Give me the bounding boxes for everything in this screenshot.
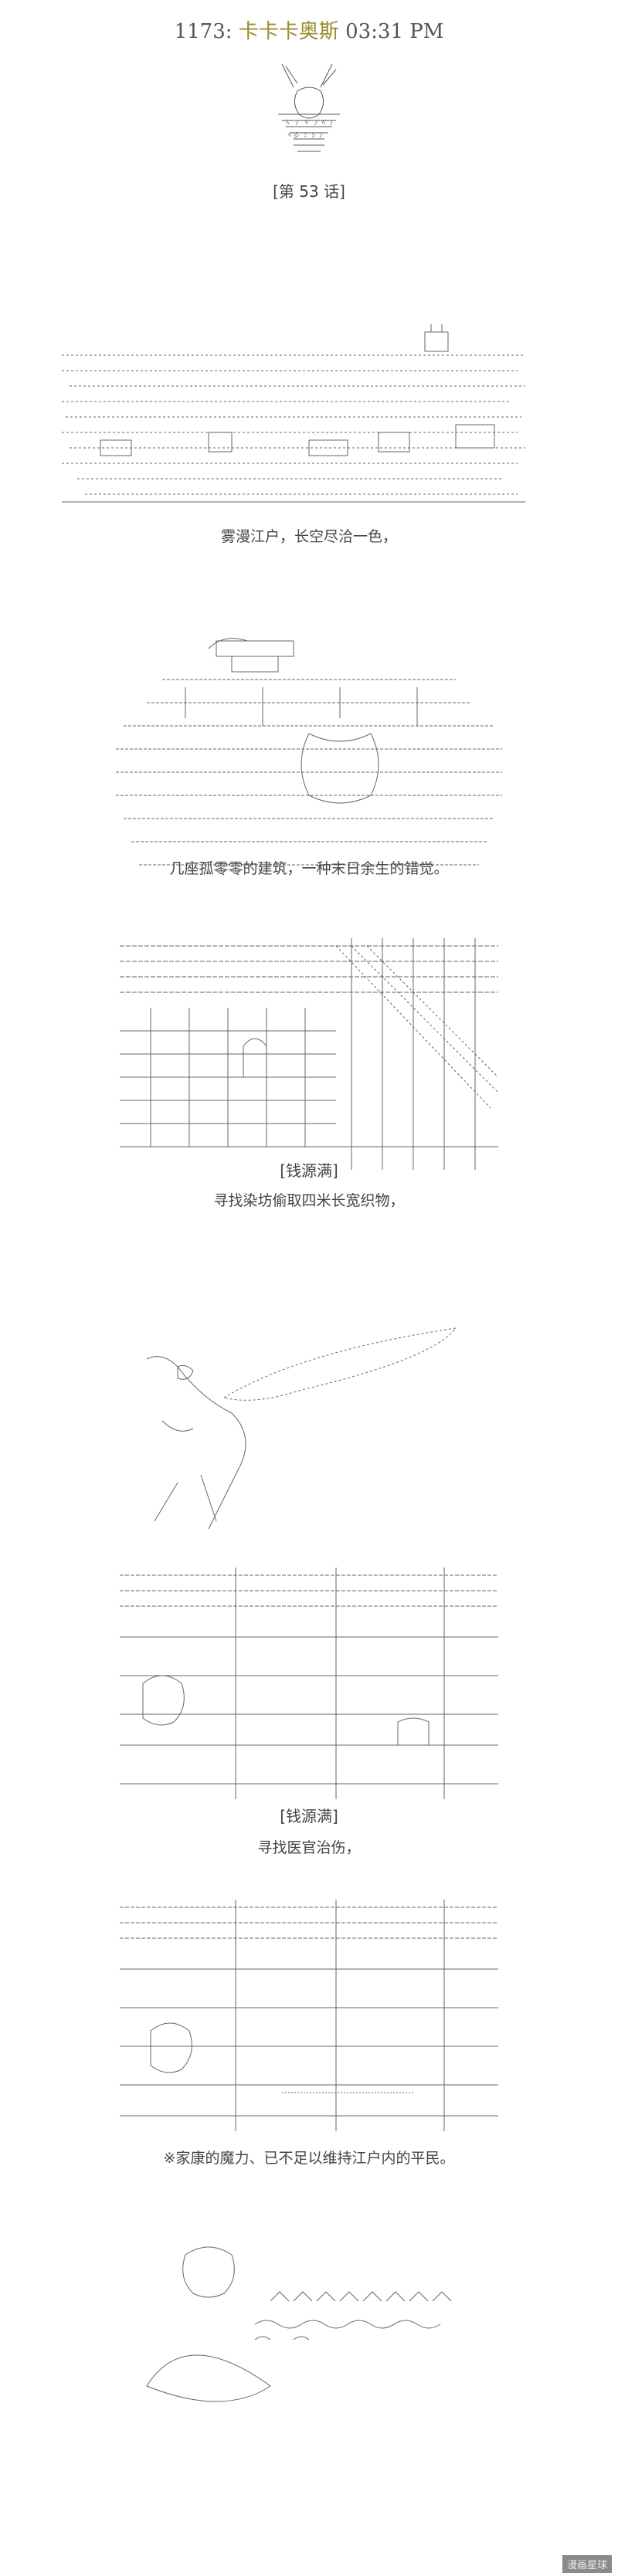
caption-4: 寻找医官治伤， <box>257 1839 361 1856</box>
post-time: 03:31 PM <box>345 20 444 43</box>
caption-2: 几座孤零零的建筑，一种末日余生的错觉。 <box>169 860 449 877</box>
speaker-tag-2: [钱源满] <box>280 1807 338 1825</box>
caption-3: 寻找染坊偷取四米长宽织物， <box>213 1192 405 1209</box>
watermark-badge: 漫画星球 <box>562 2555 612 2573</box>
post-header: 1173: 卡卡卡奥斯 03:31 PM <box>174 20 444 43</box>
caption-1: 雾漫江户，长空尽洽一色， <box>220 528 397 545</box>
character-figure-icon: ヽ ﾉ ヾ ﾉ ﾍ ﾉ ヾ彡 ﾐ ｼ ﾉ <box>263 60 355 161</box>
cityscape-art <box>54 324 533 510</box>
flying-figure-art <box>131 1313 471 1537</box>
ending-figure-art <box>139 2232 479 2425</box>
street-art <box>120 938 498 1170</box>
svg-text:ヾ彡 ﾐ ｼ ﾉ: ヾ彡 ﾐ ｼ ﾉ <box>286 131 323 140</box>
caption-5: ※家康的魔力、已不足以维持江户内的平民。 <box>163 2150 455 2167</box>
post-number: 1173 <box>174 20 226 43</box>
chapter-title: [第 53 话] <box>273 182 345 201</box>
svg-text:ヽ ﾉ ヾ ﾉ ﾍ ﾉ: ヽ ﾉ ヾ ﾉ ﾍ ﾉ <box>284 120 333 127</box>
castle-art <box>108 618 510 873</box>
author-link[interactable]: 卡卡卡奥斯 <box>238 20 339 43</box>
speaker-tag-1: [钱源满] <box>280 1161 338 1180</box>
interior-art <box>120 1568 498 1799</box>
crowd-art <box>120 1900 498 2131</box>
